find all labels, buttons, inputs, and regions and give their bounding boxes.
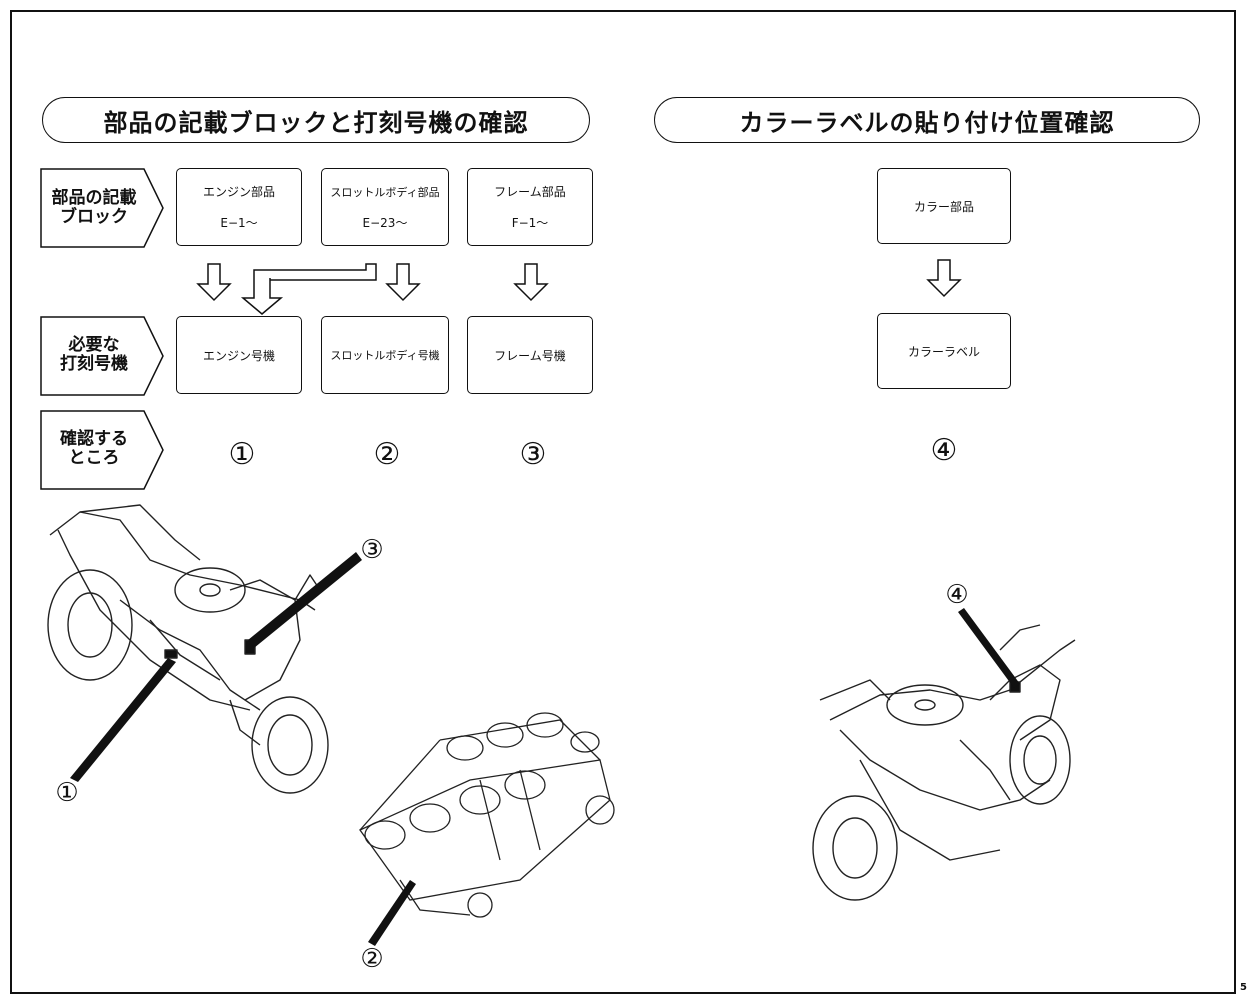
- throttle-body-illustration: [359, 712, 615, 918]
- engine-stamp-box: エンジン号機: [176, 316, 302, 394]
- row-label-chevron-3: [40, 410, 164, 490]
- frame-stamp-box: フレーム号機: [467, 316, 593, 394]
- motorcycle-illustration-2: [812, 624, 1076, 901]
- callout-number-1: ①: [55, 778, 79, 808]
- check-mark-4: ④: [930, 433, 958, 468]
- motorcycle-illustration-1: [47, 504, 329, 794]
- callout-number-3: ③: [360, 535, 384, 565]
- callout-line-4: [958, 608, 1020, 688]
- row-label-check-location: 確認するところ: [60, 429, 128, 468]
- right-section-title: カラーラベルの貼り付け位置確認: [654, 97, 1200, 143]
- color-label-box: カラーラベル: [877, 313, 1011, 389]
- callout-line-2: [368, 880, 416, 946]
- row-label-chevron-2: [40, 316, 164, 396]
- arrow-engine: [197, 263, 231, 301]
- left-section-title: 部品の記載ブロックと打刻号機の確認: [42, 97, 590, 143]
- arrow-frame: [514, 263, 548, 301]
- callout-number-4: ④: [945, 580, 969, 610]
- check-mark-3: ③: [519, 437, 547, 472]
- page-frame: [10, 10, 1236, 994]
- check-mark-1: ①: [228, 437, 256, 472]
- color-parts-box: カラー部品: [877, 168, 1011, 244]
- page-number: 5: [1240, 982, 1247, 993]
- callout-line-1: [70, 658, 176, 782]
- callout-number-2: ②: [360, 944, 384, 974]
- arrow-throttle: [386, 263, 420, 301]
- row-label-parts-block: 部品の記載ブロック: [51, 188, 137, 227]
- arrow-color: [927, 259, 961, 297]
- arrow-bent-throttle-to-engine: [240, 263, 377, 315]
- throttle-body-stamp-box: スロットルボディ号機: [321, 316, 449, 394]
- check-mark-2: ②: [373, 437, 401, 472]
- row-label-chevron-1: [40, 168, 164, 248]
- row-label-stamp-number: 必要な打刻号機: [60, 335, 128, 374]
- callout-line-3: [248, 552, 362, 648]
